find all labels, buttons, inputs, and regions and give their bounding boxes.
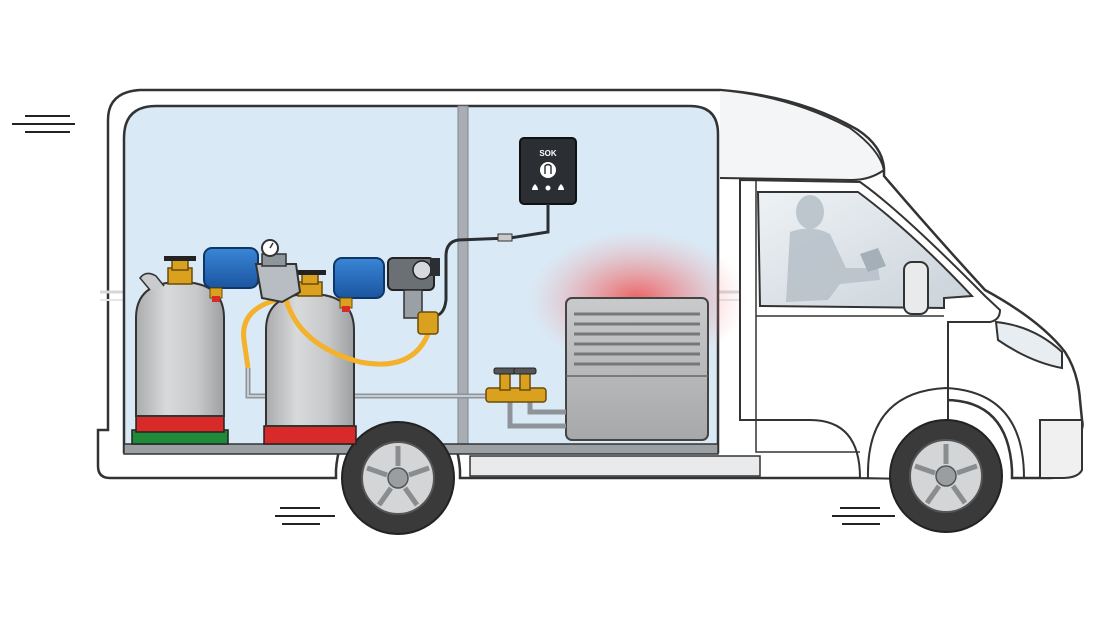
front-wheel xyxy=(889,419,1003,533)
gas-bottle-right xyxy=(263,270,357,445)
gas-hoses xyxy=(241,297,431,369)
bottle-a-indicator[interactable] xyxy=(532,184,538,190)
headlight xyxy=(994,320,1063,370)
control-cable xyxy=(429,204,550,318)
control-panel[interactable]: SOK xyxy=(429,137,577,318)
regulator-right xyxy=(333,257,385,312)
rear-wheel xyxy=(341,421,455,535)
speed-lines-front-wheel xyxy=(832,507,895,525)
gas-heater xyxy=(565,297,709,441)
gas-bottle-left xyxy=(131,256,229,445)
driver-silhouette xyxy=(786,195,886,302)
bottle-b-indicator[interactable] xyxy=(558,184,564,190)
touch-icon xyxy=(540,162,556,178)
standby-indicator[interactable] xyxy=(545,185,551,191)
speed-lines-top xyxy=(12,115,75,133)
remote-valve xyxy=(387,257,440,335)
side-mirror xyxy=(903,261,929,315)
speed-lines-rear-wheel xyxy=(275,507,335,525)
shutoff-valves[interactable] xyxy=(485,367,547,403)
van-cab xyxy=(739,178,1063,482)
changeover-valve xyxy=(254,239,302,304)
control-panel-brand: SOK xyxy=(539,149,557,158)
